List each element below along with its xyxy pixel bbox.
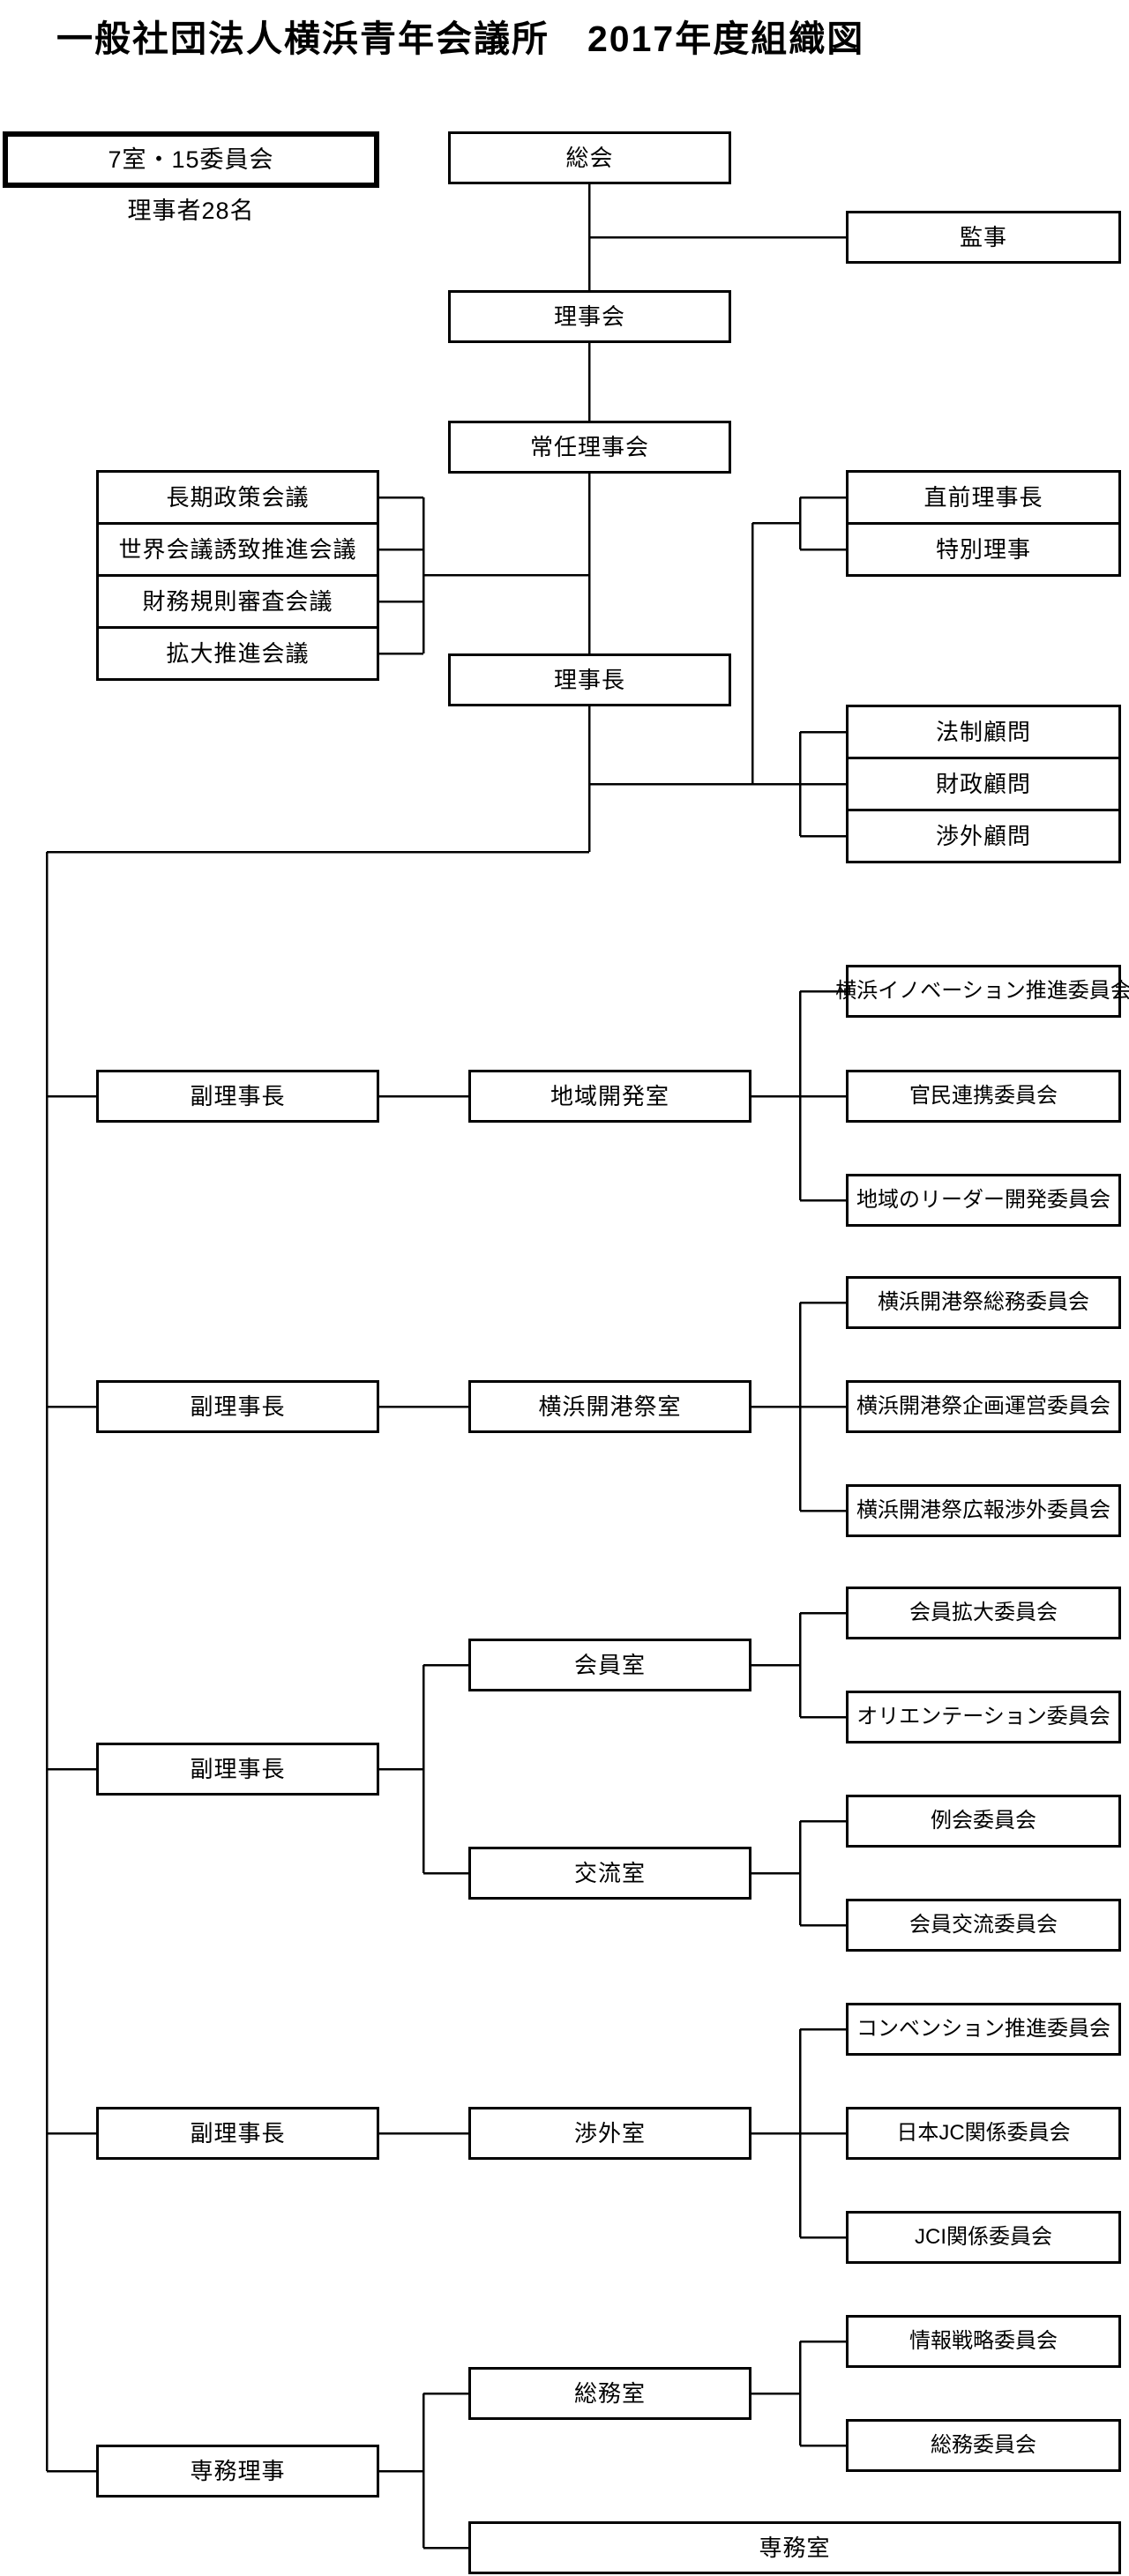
committee-box: 会員拡大委員会 — [846, 1587, 1121, 1639]
committee-box: 地域のリーダー開発委員会 — [846, 1174, 1121, 1227]
legend-note: 理事者28名 — [127, 198, 255, 224]
committee-box: 横浜開港祭企画運営委員会 — [846, 1380, 1121, 1433]
committee-box: 日本JC関係委員会 — [846, 2107, 1121, 2160]
senior-advisor-box: 特別理事 — [846, 522, 1121, 577]
legend-box: 7室・15委員会 — [3, 131, 379, 188]
node-president: 理事長 — [448, 653, 731, 706]
room-box: 交流室 — [468, 1847, 751, 1900]
page-title: 一般社団法人横浜青年会議所 2017年度組織図 — [56, 19, 865, 59]
committee-box: オリエンテーション委員会 — [846, 1691, 1121, 1743]
committee-box: 例会委員会 — [846, 1795, 1121, 1848]
branch-head-box: 専務理事 — [96, 2445, 379, 2498]
committee-box: 横浜開港祭総務委員会 — [846, 1276, 1121, 1329]
room-box: 渉外室 — [468, 2107, 751, 2160]
room-box: 会員室 — [468, 1639, 751, 1691]
room-box: 地域開発室 — [468, 1070, 751, 1123]
advisor-box: 財政顧問 — [846, 757, 1121, 811]
council-box: 拡大推進会議 — [96, 626, 379, 681]
advisor-box: 渉外顧問 — [846, 809, 1121, 863]
node-standing-board: 常任理事会 — [448, 421, 731, 474]
council-box: 長期政策会議 — [96, 470, 379, 525]
committee-box: 横浜開港祭広報渉外委員会 — [846, 1484, 1121, 1537]
node-board: 理事会 — [448, 290, 731, 343]
council-box: 世界会議誘致推進会議 — [96, 522, 379, 577]
branch-head-box: 副理事長 — [96, 1380, 379, 1433]
room-box: 専務室 — [468, 2521, 1121, 2574]
branch-head-box: 副理事長 — [96, 1743, 379, 1796]
committee-box: コンベンション推進委員会 — [846, 2003, 1121, 2056]
branch-head-box: 副理事長 — [96, 1070, 379, 1123]
node-general-assembly: 総会 — [448, 131, 731, 184]
committee-box: 横浜イノベーション推進委員会 — [835, 965, 1129, 1018]
committee-box: JCI関係委員会 — [846, 2211, 1121, 2264]
council-box: 財務規則審査会議 — [96, 574, 379, 629]
advisor-box: 法制顧問 — [846, 705, 1121, 759]
committee-box: 会員交流委員会 — [846, 1899, 1121, 1952]
room-box: 横浜開港祭室 — [468, 1380, 751, 1433]
room-box: 総務室 — [468, 2367, 751, 2420]
committee-box: 総務委員会 — [846, 2419, 1121, 2472]
branch-head-box: 副理事長 — [96, 2107, 379, 2160]
senior-advisor-box: 直前理事長 — [846, 470, 1121, 525]
committee-box: 情報戦略委員会 — [846, 2315, 1121, 2368]
connectors-group — [45, 184, 846, 2550]
committee-box: 官民連携委員会 — [846, 1070, 1121, 1123]
node-auditor: 監事 — [846, 211, 1121, 264]
